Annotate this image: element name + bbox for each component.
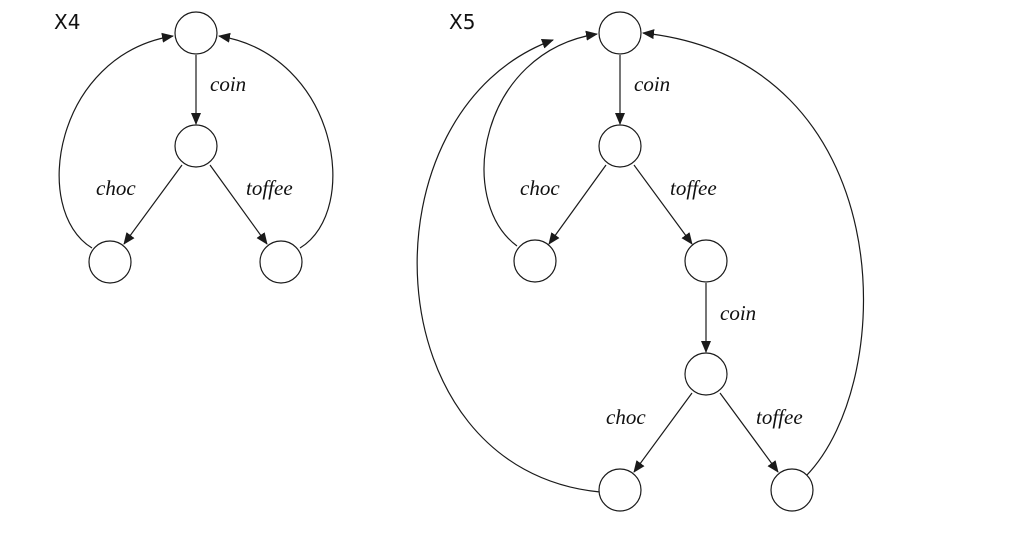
x5-edge-toffee-bottom <box>719 392 779 473</box>
x5-label-toffee-top: toffee <box>670 176 717 200</box>
diagram-x5: X5 coin choc toffee coin choc toffee <box>416 10 865 512</box>
x5-label-choc-top: choc <box>520 176 560 200</box>
x4-state-choc <box>88 240 132 284</box>
x5-state-choc-bottom <box>598 468 642 512</box>
x5-edge-choc-bottom <box>633 392 693 473</box>
x4-edge-toffee <box>209 164 268 245</box>
x5-state-choc-top <box>513 239 557 283</box>
x4-label-coin: coin <box>210 72 246 96</box>
x5-label-coin-mid: coin <box>720 301 756 325</box>
x5-edge-choc-top <box>548 164 607 245</box>
x5-state-toffee-top <box>684 239 728 283</box>
x4-edge-return-left <box>58 32 174 249</box>
x5-edge-return-toffee-bottom <box>642 29 865 477</box>
diagram-x5-title: X5 <box>449 10 475 34</box>
x5-state-choice-top <box>598 124 642 168</box>
x4-state-choice <box>174 124 218 168</box>
x5-edge-return-choc-top <box>483 30 598 247</box>
x5-state-choice-bottom <box>684 352 728 396</box>
x4-label-choc: choc <box>96 176 136 200</box>
x5-state-start <box>598 11 642 55</box>
x4-state-toffee <box>259 240 303 284</box>
x5-edge-toffee-top <box>633 164 693 245</box>
x5-state-toffee-bottom <box>770 468 814 512</box>
x5-label-choc-bottom: choc <box>606 405 646 429</box>
x5-label-toffee-bottom: toffee <box>756 405 803 429</box>
x5-label-coin-top: coin <box>634 72 670 96</box>
x4-label-toffee: toffee <box>246 176 293 200</box>
diagram-x4-title: X4 <box>54 10 80 34</box>
x4-edge-choc <box>123 164 183 245</box>
x4-state-start <box>174 11 218 55</box>
diagram-x4: X4 coin choc toffee <box>54 10 334 284</box>
x5-edge-return-choc-bottom <box>416 39 601 493</box>
x4-edge-return-right <box>218 32 334 249</box>
